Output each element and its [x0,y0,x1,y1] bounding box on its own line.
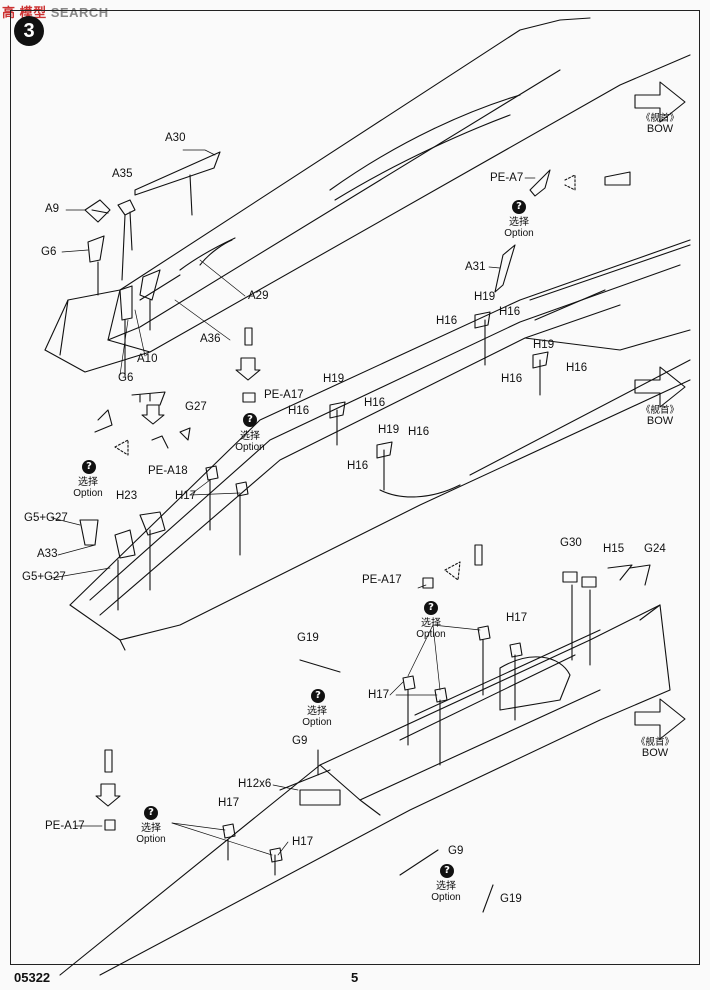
part-label-G5-G27-b: G5+G27 [22,571,66,583]
part-label-H16-h: H16 [566,362,588,374]
part-label-G19-a: G19 [297,632,319,644]
step-number-badge: 3 [14,16,44,46]
part-label-A33: A33 [37,548,58,560]
part-label-H19-c: H19 [378,424,400,436]
part-label-H19-b: H19 [323,373,345,385]
option-label: 选择 Option [68,477,108,499]
page-frame [10,10,700,965]
bow-label-cn: 《舰首》 [640,405,679,416]
part-label-PE-A17-b: PE-A17 [45,820,85,832]
part-label-H17-d: H17 [292,836,314,848]
middle-hull-drawing [69,169,691,651]
bow-label-en: BOW [646,123,674,135]
option-en: Option [302,717,332,728]
part-label-G9-b: G9 [448,845,464,857]
part-label-H17-middle: H17 [175,490,197,502]
part-label-G19-b: G19 [500,893,522,905]
part-label-G24: G24 [644,543,666,555]
part-label-H16-b: H16 [499,306,521,318]
part-label-PE-A17-middle: PE-A17 [264,389,304,401]
option-question-icon: ? [144,806,158,820]
part-label-H16-f: H16 [408,426,430,438]
option-en: Option [416,629,446,640]
bow-label-cn: 《舰首》 [635,737,674,748]
part-label-A10: A10 [137,353,158,365]
part-label-H17-b: H17 [368,689,390,701]
option-label: 选择 Option [297,706,337,728]
option-en: Option [504,228,534,239]
stern-hull-drawing [44,17,691,377]
leader-lines [51,149,536,856]
option-cn: 选择 [240,431,260,442]
part-label-H16-c: H16 [288,405,310,417]
product-code: 05322 [14,970,51,985]
part-label-A36: A36 [200,333,221,345]
bow-label-bottom: 《舰首》 BOW [630,737,680,759]
part-label-H16-a: H16 [436,315,458,327]
option-cn: 选择 [78,477,98,488]
part-label-PE-A7: PE-A7 [490,172,524,184]
watermark-search: SEARCH [50,5,109,20]
bow-label-en: BOW [646,415,674,427]
part-label-G5-G27-a: G5+G27 [24,512,68,524]
part-label-G9-a: G9 [292,735,308,747]
option-label: 选择 Option [131,823,171,845]
part-label-H15: H15 [603,543,625,555]
option-question-icon: ? [424,601,438,615]
option-cn: 选择 [436,881,456,892]
option-question-icon: ? [243,413,257,427]
part-label-A35: A35 [112,168,133,180]
part-label-A9: A9 [45,203,60,215]
option-cn: 选择 [509,217,529,228]
option-cn: 选择 [141,823,161,834]
part-label-PE-A17-bottom: PE-A17 [362,574,402,586]
part-label-G6-bottom: G6 [118,372,134,384]
part-label-G27: G27 [185,401,207,413]
option-label: 选择 Option [499,217,539,239]
option-cn: 选择 [307,706,327,717]
option-label: 选择 Option [411,618,451,640]
option-question-icon: ? [311,689,325,703]
part-label-H17-c: H17 [218,797,240,809]
part-label-A31: A31 [465,261,486,273]
bow-label-middle: 《舰首》 BOW [635,405,685,427]
watermark-brand: 高 模型 [2,5,47,20]
part-label-G6-top: G6 [41,246,57,258]
watermark: 高 模型 SEARCH [2,2,109,21]
option-cn: 选择 [421,618,441,629]
part-label-H17-a: H17 [506,612,528,624]
option-question-icon: ? [82,460,96,474]
bow-label-cn: 《舰首》 [640,113,679,124]
bow-hull-drawing [59,544,671,976]
part-label-A29: A29 [248,290,269,302]
option-en: Option [431,892,461,903]
option-label: 选择 Option [230,431,270,453]
part-label-H16-d: H16 [364,397,386,409]
part-label-H19-a: H19 [474,291,496,303]
option-question-icon: ? [512,200,526,214]
part-label-PE-A18: PE-A18 [148,465,188,477]
option-en: Option [136,834,166,845]
option-question-icon: ? [440,864,454,878]
option-label: 选择 Option [426,881,466,903]
part-label-A30: A30 [165,132,186,144]
bow-label-top: 《舰首》 BOW [635,113,685,135]
page-number: 5 [351,970,359,985]
bow-arrows [634,81,686,740]
part-label-H16-e: H16 [347,460,369,472]
part-label-G30: G30 [560,537,582,549]
bow-label-en: BOW [641,747,669,759]
part-label-H23: H23 [116,490,138,502]
part-label-H19-d: H19 [533,339,555,351]
part-label-H16-g: H16 [501,373,523,385]
option-en: Option [73,488,103,499]
part-label-H12x6: H12x6 [238,778,272,790]
option-en: Option [235,442,265,453]
